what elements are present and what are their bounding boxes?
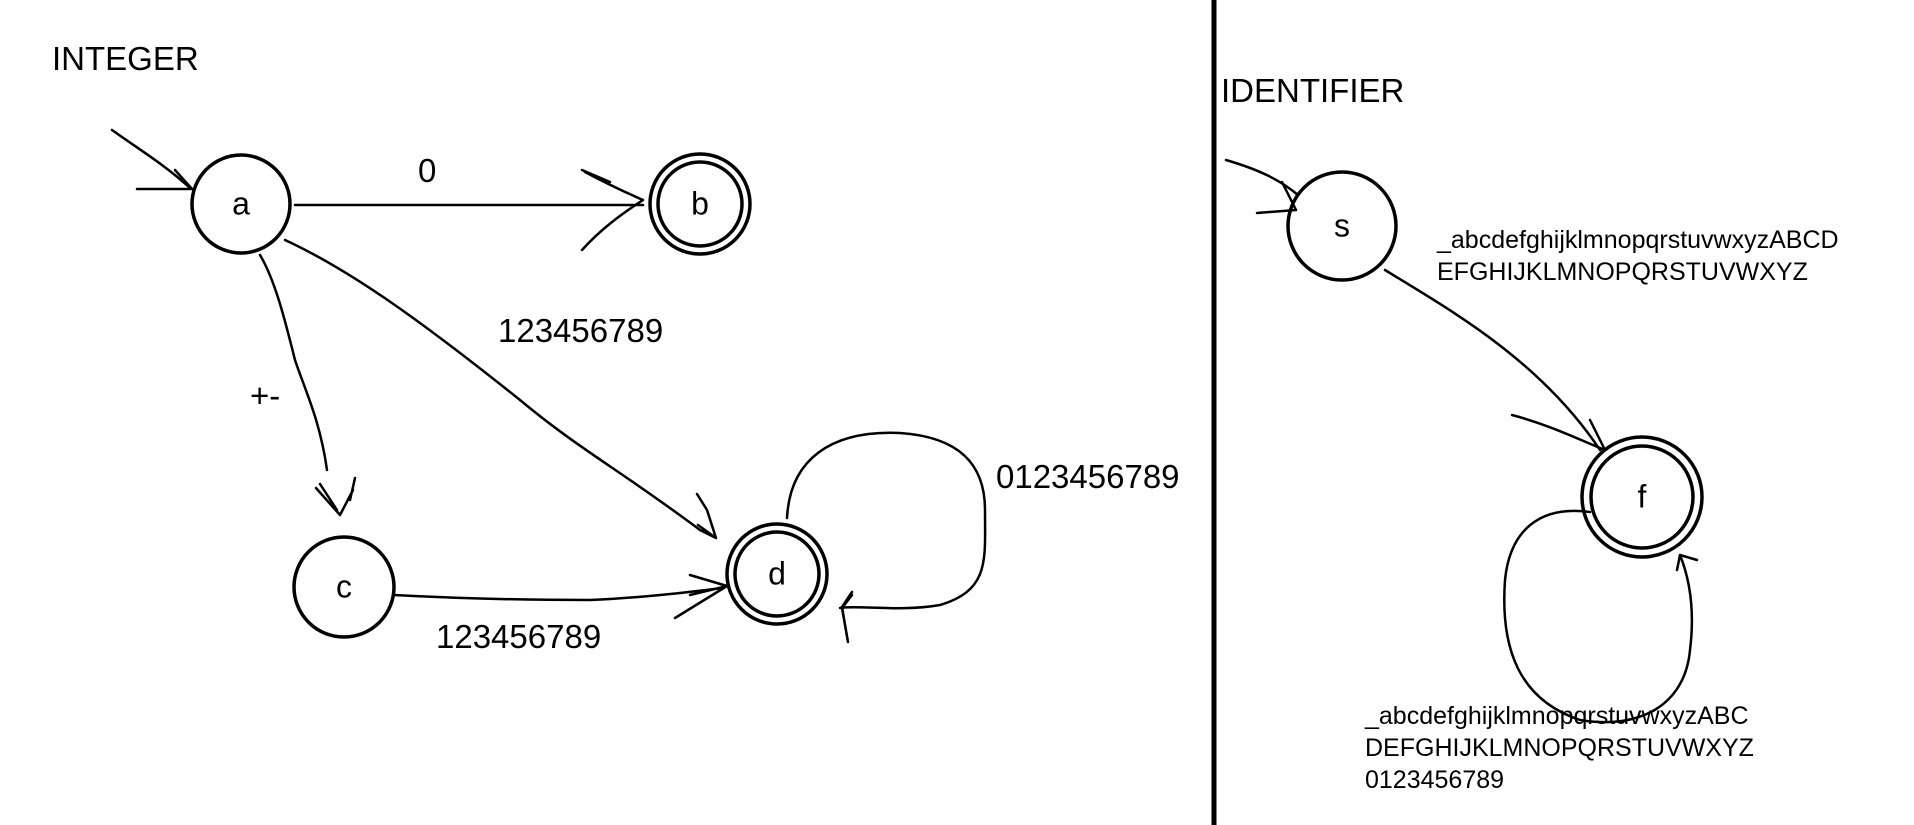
state-label-a: a <box>232 185 250 222</box>
loop-arrowhead-f <box>1675 553 1699 572</box>
state-label-c: c <box>336 568 352 605</box>
transition-label-s-f-line-1: _abcdefghijklmnopqrstuvwxyzABCD <box>1437 226 1839 254</box>
transition-label-a-d: 123456789 <box>498 312 664 349</box>
transition-label-a-c: +- <box>250 377 281 414</box>
loop-d <box>785 431 987 610</box>
state-c <box>292 535 396 639</box>
integer-title: INTEGER <box>52 40 199 77</box>
identifier-title: IDENTIFIER <box>1221 72 1405 109</box>
arrowhead-s-f <box>1510 413 1607 452</box>
state-a <box>190 153 292 255</box>
transition-label-f-loop-line-3: 0123456789 <box>1365 766 1505 794</box>
state-b-outer <box>648 152 752 256</box>
transition-label-d-loop: 0123456789 <box>996 458 1180 495</box>
transition-label-f-loop-line-1: _abcdefghijklmnopqrstuvwxyzABC <box>1365 702 1749 730</box>
start-arrow-a <box>110 128 192 190</box>
arrowhead-a-d <box>695 492 718 540</box>
loop-arrowhead-d <box>840 590 854 644</box>
state-f-outer <box>1580 435 1704 559</box>
state-f-inner <box>1589 444 1695 550</box>
start-arrowhead-s <box>1255 180 1298 215</box>
transition-label-s-f-line-2: EFGHIJKLMNOPQRSTUVWXYZ <box>1437 258 1808 286</box>
transition-label-s-f: _abcdefghijklmnopqrstuvwxyzABCD EFGHIJKL… <box>1437 224 1839 288</box>
edge-s-f <box>1383 268 1602 452</box>
state-d-outer <box>725 522 829 626</box>
arrowhead-a-c <box>314 476 357 517</box>
state-label-f: f <box>1637 478 1647 515</box>
edge-a-d <box>283 238 702 532</box>
transition-label-c-d: 123456789 <box>436 618 602 655</box>
state-label-s: s <box>1334 207 1350 244</box>
start-arrowhead-a <box>135 168 194 191</box>
state-s <box>1286 170 1398 282</box>
loop-f <box>1503 509 1694 724</box>
start-arrow-s <box>1224 158 1300 197</box>
state-b-inner <box>656 160 744 248</box>
state-label-d: d <box>768 555 786 592</box>
transition-label-f-loop: _abcdefghijklmnopqrstuvwxyzABC DEFGHIJKL… <box>1365 700 1754 796</box>
transition-label-f-loop-line-2: DEFGHIJKLMNOPQRSTUVWXYZ <box>1365 734 1754 762</box>
edge-c-d <box>392 586 725 602</box>
transition-label-a-b: 0 <box>418 152 437 189</box>
arrowhead-c-d <box>673 573 729 620</box>
edge-a-c <box>258 253 329 472</box>
arrowhead-a-b <box>580 168 645 252</box>
state-label-b: b <box>691 185 709 222</box>
state-d-inner <box>733 530 821 618</box>
